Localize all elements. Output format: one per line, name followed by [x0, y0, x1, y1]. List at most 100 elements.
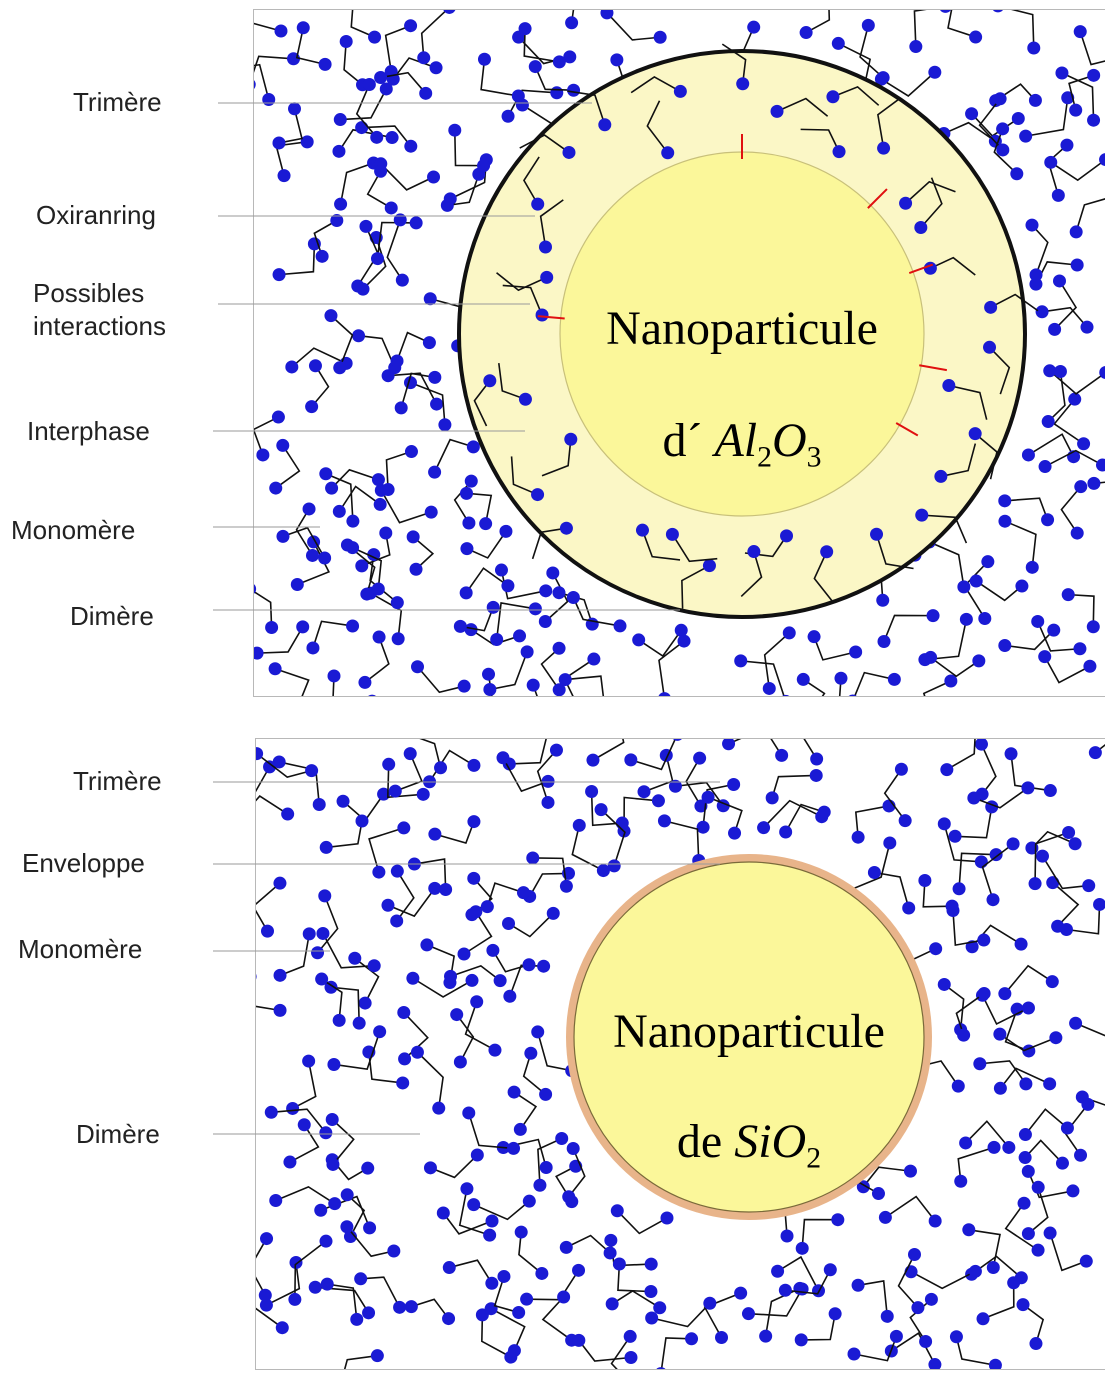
atom-dot: [919, 1335, 933, 1349]
atom-dot: [358, 996, 372, 1010]
atom-dot: [507, 1085, 521, 1099]
atom-dot: [256, 448, 270, 462]
atom-dot: [1051, 188, 1065, 202]
atom-dot: [285, 360, 299, 374]
atom-dot: [1043, 1226, 1057, 1240]
monomer-molecule: [794, 1307, 842, 1347]
atom-dot: [1018, 1128, 1032, 1142]
monomer-molecule: [269, 1185, 342, 1211]
monomer-molecule: [355, 77, 384, 144]
monomer-molecule: [1016, 1298, 1045, 1351]
atom-dot: [297, 1118, 311, 1132]
atom-dot: [848, 694, 857, 696]
atom-dot: [332, 504, 346, 518]
atom-dot: [1043, 1077, 1057, 1091]
atom-dot: [796, 672, 810, 686]
atom-dot: [658, 692, 671, 696]
atom-dot: [572, 1263, 586, 1277]
atom-dot: [382, 757, 396, 771]
atom-dot: [944, 674, 958, 688]
atom-dot: [493, 974, 507, 988]
label-trimere-bottom: Trimère: [73, 766, 162, 796]
monomer-molecule: [571, 818, 610, 878]
atom-dot: [1028, 877, 1042, 891]
atom-dot: [308, 359, 322, 373]
atom-dot: [520, 645, 534, 659]
atom-dot: [685, 1332, 699, 1346]
atom-dot: [429, 61, 443, 75]
monomer-molecule: [327, 1025, 387, 1071]
monomer-molecule: [605, 1290, 667, 1315]
atom-dot: [989, 848, 1003, 862]
monomer-molecule: [453, 474, 478, 530]
atom-dot: [703, 1296, 717, 1310]
atom-dot: [438, 418, 452, 432]
atom-dot: [607, 859, 621, 873]
monomer-molecule: [1048, 274, 1078, 336]
atom-dot: [264, 1105, 278, 1119]
atom-dot: [467, 758, 481, 772]
atom-dot: [374, 70, 388, 84]
atom-dot: [518, 22, 532, 36]
monomer-molecule: [332, 128, 399, 158]
atom-dot: [314, 1203, 328, 1217]
monomer-molecule: [954, 1140, 1001, 1188]
atom-dot: [352, 1016, 366, 1030]
interaction-arrow: [867, 188, 888, 209]
monomer-molecule: [448, 123, 491, 173]
monomer-molecule: [799, 10, 831, 40]
atom-dot: [572, 1333, 586, 1347]
atom-dot: [1074, 1148, 1088, 1162]
atom-dot: [276, 529, 290, 543]
monomer-molecule: [503, 959, 551, 1003]
atom-dot: [436, 1206, 450, 1220]
atom-dot: [319, 1126, 333, 1140]
monomer-molecule: [632, 623, 688, 658]
atom-dot: [1051, 919, 1065, 933]
atom-dot: [346, 541, 360, 555]
atom-dot: [1029, 277, 1043, 291]
monomer-molecule: [507, 1085, 538, 1136]
monomer-molecule: [502, 906, 560, 938]
monomer-molecule: [924, 650, 986, 678]
atom-dot: [362, 1306, 376, 1320]
atom-dot: [983, 340, 997, 354]
atom-dot: [552, 641, 566, 655]
atom-dot: [503, 989, 517, 1003]
atom-dot: [417, 51, 431, 65]
monomer-molecule: [406, 971, 479, 998]
monomer-molecule: [1087, 476, 1105, 490]
atom-dot: [395, 273, 409, 287]
atom-dot: [539, 584, 553, 598]
atom-dot: [1087, 68, 1101, 82]
monomer-molecule: [397, 1005, 429, 1066]
atom-dot: [1060, 138, 1074, 152]
atom-dot: [254, 80, 256, 89]
atom-dot: [734, 1286, 748, 1300]
atom-dot: [459, 586, 473, 600]
atom-dot: [302, 927, 316, 941]
atom-dot: [372, 865, 386, 879]
particle-formula: d´ Al2O3: [662, 414, 821, 474]
atom-dot: [915, 508, 929, 522]
atom-dot: [736, 77, 750, 91]
interaction-arrow: [537, 315, 565, 320]
atom-dot: [794, 1333, 808, 1347]
monomer-molecule: [333, 82, 393, 127]
monomer-molecule: [374, 70, 433, 100]
atom-dot: [1061, 588, 1075, 602]
monomer-molecule: [795, 1213, 845, 1255]
atom-dot: [269, 1193, 283, 1207]
atom-dot: [348, 951, 362, 965]
monomer-molecule: [319, 467, 360, 528]
atom-dot: [486, 943, 500, 957]
atom-dot: [1096, 458, 1105, 472]
atom-dot: [467, 1198, 481, 1212]
atom-dot: [962, 1223, 976, 1237]
atom-dot: [333, 113, 347, 127]
atom-dot: [899, 196, 913, 210]
atom-dot: [928, 1358, 942, 1369]
atom-dot: [427, 170, 441, 184]
atom-dot: [272, 755, 286, 769]
monomer-molecule: [998, 494, 1055, 527]
